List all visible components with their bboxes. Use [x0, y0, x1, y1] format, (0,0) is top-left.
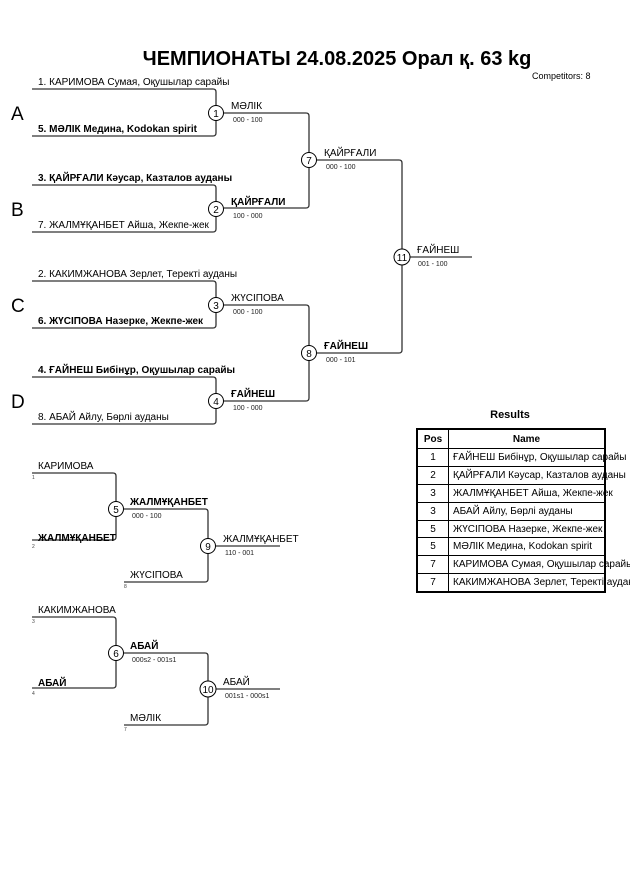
match-1: 1 — [208, 105, 224, 121]
result-pos: 3 — [416, 501, 449, 521]
result-name: КАРИМОВА Сумая, Оқушылар сарайы — [448, 555, 630, 575]
match-10-score: 001s1 - 000s1 — [225, 693, 269, 700]
match-7: 7 — [301, 152, 317, 168]
svg-text:1: 1 — [213, 109, 219, 120]
repechage-bracket-1: КАРИМОВА 1 ЖАЛМҰҚАНБЕТ 2 5 ЖАЛМҰҚАНБЕТ 0… — [32, 461, 299, 590]
match-9-number: 9 — [205, 542, 211, 553]
match-4: 4 — [208, 393, 224, 409]
repechage-bracket-2: КАКИМЖАНОВА 3 АБАЙ 4 6 АБАЙ 000s2 - 001s… — [32, 605, 280, 733]
match-7-winner: ҚАЙРҒАЛИ — [324, 146, 376, 159]
match-8-score: 000 - 101 — [326, 357, 356, 364]
result-pos: 1 — [416, 448, 449, 467]
match-11-winner: ҒАЙНЕШ — [417, 243, 459, 256]
entrant-8: 8. АБАЙ Айлу, Бөрлі ауданы — [38, 410, 169, 423]
entrant-5: 5. МӘЛІК Медина, Kodokan spirit — [38, 124, 198, 135]
result-pos: 5 — [416, 519, 449, 539]
entrant-7: 7. ЖАЛМҰҚАНБЕТ Айша, Жекпе-жек — [38, 220, 210, 231]
page-title: ЧЕМПИОНАТЫ 24.08.2025 Орал қ. 63 kg — [143, 48, 532, 70]
result-pos: 2 — [416, 465, 449, 485]
match-6-score: 000s2 - 001s1 — [132, 657, 176, 664]
result-pos: 5 — [416, 537, 449, 557]
header-pos: Pos — [416, 428, 449, 449]
svg-text:11: 11 — [397, 253, 408, 264]
result-name: ЖҮСІПОВА Назерке, Жекпе-жек — [448, 519, 606, 539]
match-11-score: 001 - 100 — [418, 261, 448, 268]
svg-text:7: 7 — [124, 727, 127, 733]
match-9-score: 110 - 001 — [225, 550, 254, 557]
match-8: 8 — [301, 345, 317, 361]
result-name: КАКИМЖАНОВА Зерлет, Теректі ауданы — [448, 573, 630, 593]
match-2: 2 — [208, 201, 224, 217]
svg-text:3: 3 — [213, 301, 219, 312]
match-3: 3 — [208, 297, 224, 313]
match-5-winner: ЖАЛМҰҚАНБЕТ — [129, 497, 208, 508]
match-2-winner: ҚАЙРҒАЛИ — [231, 195, 285, 208]
svg-text:4: 4 — [213, 397, 219, 408]
match-3-score: 000 - 100 — [233, 309, 263, 316]
entrant-3: 3. ҚАЙРҒАЛИ Кәусар, Казталов ауданы — [38, 171, 232, 184]
match-1-winner: МӘЛІК — [231, 101, 262, 112]
match-11: 11 — [393, 248, 411, 266]
svg-text:7: 7 — [306, 156, 312, 167]
match-10-number: 10 — [202, 685, 214, 696]
match-6-winner: АБАЙ — [130, 639, 158, 652]
match-1-score: 000 - 100 — [233, 117, 263, 124]
repechage-2-top: КАКИМЖАНОВА — [38, 605, 116, 616]
competitors-count: Competitors: 8 — [532, 71, 591, 81]
results-title: Results — [490, 409, 530, 421]
svg-text:1: 1 — [32, 475, 35, 481]
svg-text:2: 2 — [32, 544, 35, 550]
result-name: МӘЛІК Медина, Kodokan spirit — [448, 537, 606, 557]
repechage-1-third: ЖҮСІПОВА — [130, 570, 183, 581]
match-6-number: 6 — [113, 649, 119, 660]
results-header-row: Pos Name — [416, 428, 606, 449]
repechage-2-bottom: АБАЙ — [38, 676, 66, 689]
match-5-score: 000 - 100 — [132, 513, 162, 520]
result-name: ҒАЙНЕШ Бибінұр, Оқушылар сарайы — [448, 448, 626, 467]
header-name: Name — [448, 428, 606, 449]
match-10-winner: АБАЙ — [223, 675, 250, 688]
match-7-score: 000 - 100 — [326, 164, 356, 171]
svg-text:2: 2 — [213, 205, 219, 216]
match-4-score: 100 - 000 — [233, 405, 263, 412]
result-pos: 3 — [416, 483, 449, 503]
match-5-number: 5 — [113, 505, 119, 516]
repechage-1-bottom: ЖАЛМҰҚАНБЕТ — [37, 533, 116, 544]
pool-label-c: C — [11, 296, 25, 317]
result-name: ЖАЛМҰҚАНБЕТ Айша, Жекпе-жек — [448, 483, 613, 503]
pool-label-b: B — [11, 200, 24, 221]
entrant-1: 1. КАРИМОВА Сумая, Оқушылар сарайы — [38, 77, 229, 88]
result-pos: 7 — [416, 573, 449, 593]
match-3-winner: ЖҮСІПОВА — [231, 293, 284, 304]
entrant-4: 4. ҒАЙНЕШ Бибінұр, Оқушылар сарайы — [38, 363, 235, 376]
svg-text:8: 8 — [306, 349, 312, 360]
svg-text:8: 8 — [124, 584, 127, 590]
svg-text:4: 4 — [32, 691, 35, 697]
entrant-6: 6. ЖҮСІПОВА Назерке, Жекпе-жек — [38, 316, 204, 327]
match-8-winner: ҒАЙНЕШ — [324, 339, 368, 352]
result-pos: 7 — [416, 555, 449, 575]
match-4-winner: ҒАЙНЕШ — [231, 387, 275, 400]
pool-label-a: A — [11, 104, 24, 125]
svg-text:3: 3 — [32, 619, 35, 625]
repechage-2-third: МӘЛІК — [130, 713, 161, 724]
entrant-2: 2. КАКИМЖАНОВА Зерлет, Теректі ауданы — [38, 269, 237, 280]
result-name: АБАЙ Айлу, Бөрлі ауданы — [448, 501, 606, 521]
result-name: ҚАЙРҒАЛИ Кәусар, Казталов ауданы — [448, 465, 626, 485]
repechage-1-top: КАРИМОВА — [38, 461, 94, 472]
match-9-winner: ЖАЛМҰҚАНБЕТ — [223, 534, 299, 545]
pool-label-d: D — [11, 392, 25, 413]
match-2-score: 100 - 000 — [233, 213, 263, 220]
